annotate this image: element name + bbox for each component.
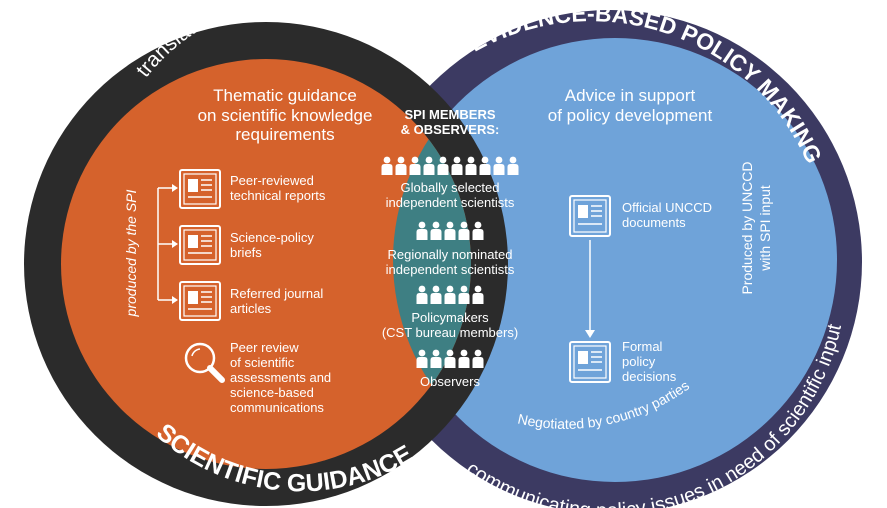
person-icon xyxy=(416,349,428,368)
person-icon xyxy=(416,221,428,240)
person-icon xyxy=(395,156,407,175)
person-icon xyxy=(430,349,442,368)
left-fill xyxy=(61,59,471,469)
person-icon xyxy=(493,156,505,175)
person-icon xyxy=(423,156,435,175)
person-icon xyxy=(479,156,491,175)
person-icon xyxy=(472,221,484,240)
magnifier-icon xyxy=(184,342,225,383)
person-icon xyxy=(430,285,442,304)
person-icon xyxy=(472,349,484,368)
document-icon xyxy=(569,341,611,383)
document-icon xyxy=(179,169,221,209)
right-side-label-2: with SPI input xyxy=(757,185,773,272)
right-fill xyxy=(393,38,837,482)
document-icon xyxy=(179,225,221,265)
document-icon xyxy=(179,281,221,321)
right-arrow xyxy=(585,240,595,338)
person-icon xyxy=(458,221,470,240)
person-icon xyxy=(430,221,442,240)
right-heading: Advice in support of policy development xyxy=(547,86,713,125)
person-icon xyxy=(444,349,456,368)
document-icon xyxy=(569,195,611,237)
person-icon xyxy=(381,156,393,175)
center-heading: SPI MEMBERS & OBSERVERS: xyxy=(400,107,500,137)
person-icon xyxy=(409,156,421,175)
person-icon xyxy=(444,221,456,240)
left-heading: Thematic guidance on scientific knowledg… xyxy=(197,86,373,145)
right-side-label-1: Produced by UNCCD xyxy=(739,161,755,294)
person-icon xyxy=(472,285,484,304)
center-group-4: Observers xyxy=(420,374,480,389)
person-icon xyxy=(444,285,456,304)
left-side-label: produced by the SPI xyxy=(123,189,139,317)
center-group-3: Policymakers(CST bureau members) xyxy=(381,310,519,340)
left-bracket xyxy=(157,187,172,301)
person-icon xyxy=(451,156,463,175)
person-icon xyxy=(507,156,519,175)
people-icons xyxy=(381,156,519,368)
person-icon xyxy=(458,285,470,304)
person-icon xyxy=(465,156,477,175)
person-icon xyxy=(437,156,449,175)
person-icon xyxy=(416,285,428,304)
person-icon xyxy=(458,349,470,368)
